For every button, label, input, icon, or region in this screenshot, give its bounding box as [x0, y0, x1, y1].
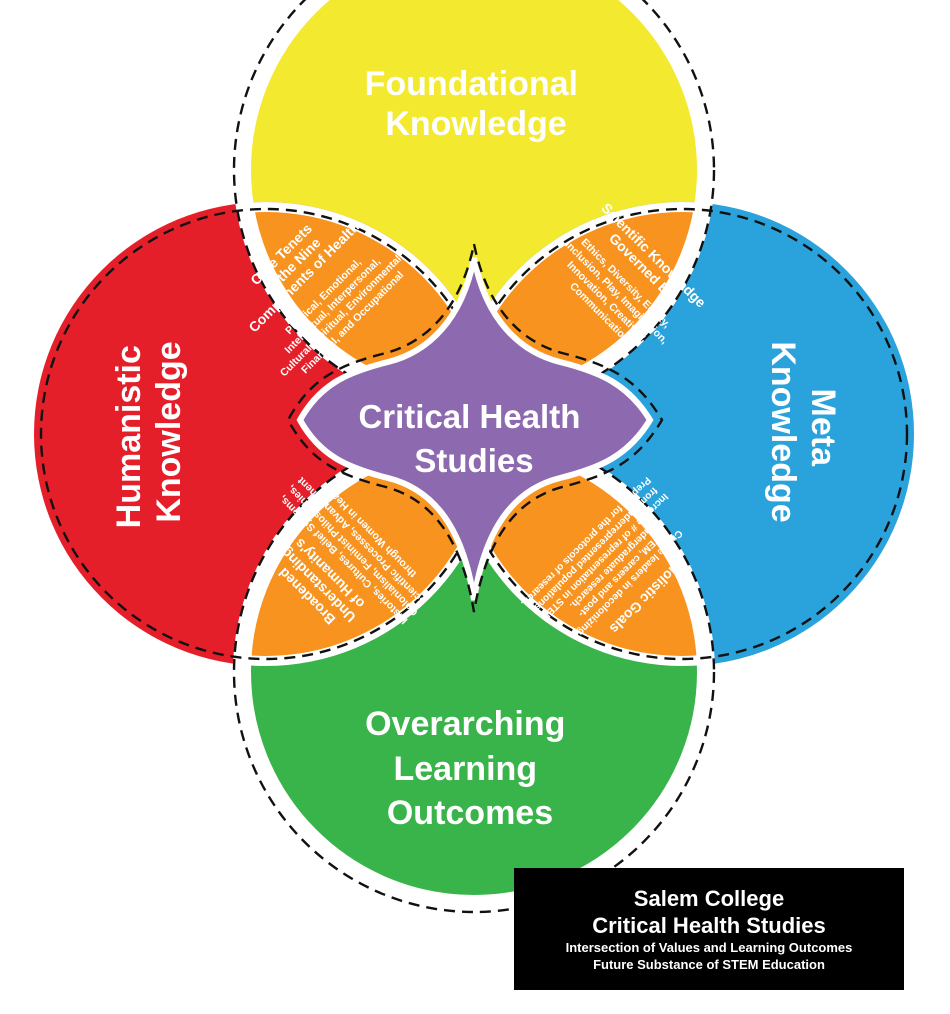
footer-line4: Future Substance of STEM Education — [593, 957, 825, 972]
center-label-line2: Studies — [414, 442, 533, 479]
footer-line1: Salem College — [633, 886, 785, 911]
bottom-label-line1: Overarching — [365, 705, 565, 743]
footer-line3: Intersection of Values and Learning Outc… — [565, 940, 853, 955]
footer-line2: Critical Health Studies — [592, 913, 826, 938]
petal-bottom-right — [450, 440, 706, 666]
petal-bottom-left — [242, 440, 498, 666]
svg-text:Foundational Knowledge: Foundational Knowledge — [365, 65, 588, 143]
svg-text:Critical Health Studies: Critical Health Studies — [358, 398, 589, 479]
center-label-line1: Critical Health — [358, 398, 580, 435]
right-label-line2: Knowledge — [764, 341, 802, 522]
top-label-line2: Knowledge — [385, 105, 566, 143]
center-star — [296, 257, 654, 601]
svg-text:Meta Knowledge: Meta Knowledge — [764, 341, 842, 522]
left-label-line1: Humanistic — [110, 345, 148, 528]
footer-box: Salem College Critical Health Studies In… — [514, 868, 904, 990]
petal-top-left — [242, 202, 498, 402]
right-label-line1: Meta — [804, 389, 842, 468]
petal-top-right — [450, 202, 706, 402]
top-label-line1: Foundational — [365, 65, 578, 103]
bottom-label-line3: Outcomes — [387, 794, 553, 832]
bottom-label-line2: Learning — [393, 750, 537, 788]
svg-text:Humanistic Knowledge: Humanistic Knowledge — [110, 336, 188, 529]
svg-text:Overarching Learning O: Overarching Learning Outcomes — [365, 705, 575, 832]
left-label-line2: Knowledge — [150, 341, 188, 522]
center-star-dashed-outline — [286, 243, 664, 613]
